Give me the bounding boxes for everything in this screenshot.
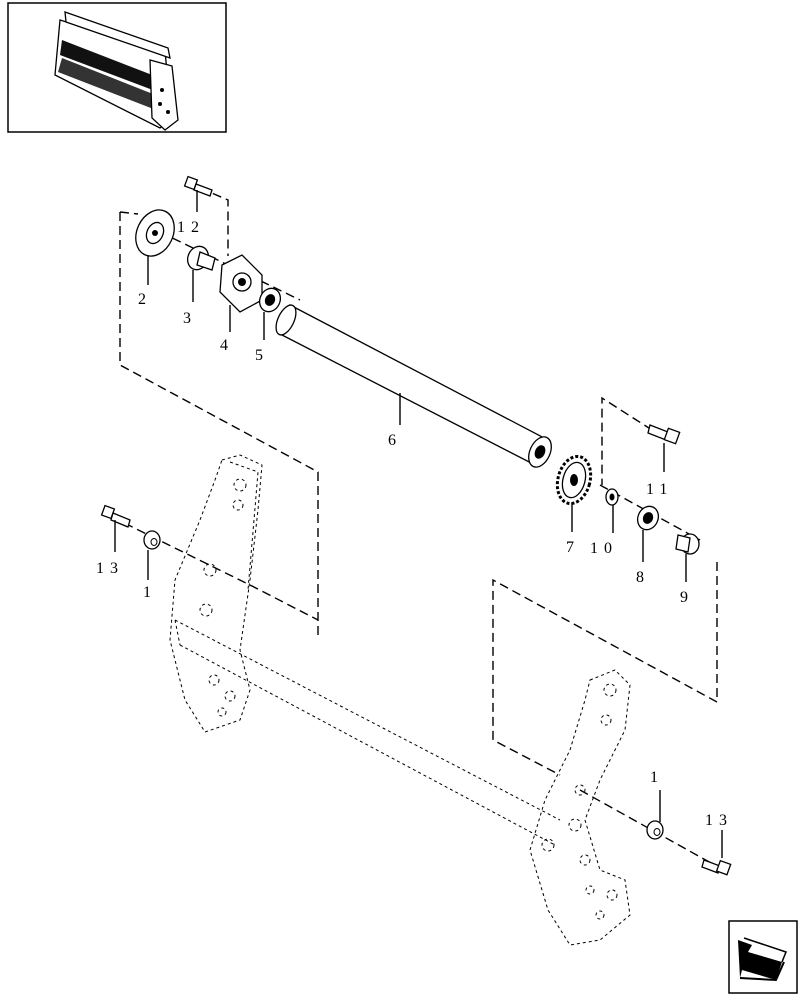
callout-4: 4 — [220, 337, 234, 354]
callout-6: 6 — [388, 432, 402, 449]
callout-1-right: 1 — [650, 769, 664, 786]
pulley-disc-part[interactable] — [129, 204, 182, 263]
roller-tube-part[interactable] — [272, 302, 556, 471]
frame-cross-tube — [174, 619, 561, 846]
bolt12-guide — [199, 187, 229, 256]
callout-8: 8 — [636, 569, 650, 586]
spacer-part-1-right[interactable] — [646, 820, 664, 840]
bolt-part-12[interactable] — [183, 175, 213, 197]
frame-left-plate — [169, 454, 263, 733]
frame-right-plate — [529, 669, 631, 946]
end-cap-part[interactable] — [675, 533, 700, 555]
spacer-part-1-left[interactable] — [143, 530, 161, 550]
callout-2: 2 — [138, 291, 152, 308]
callout-1-left: 1 — [143, 584, 157, 601]
bushing-part[interactable] — [184, 243, 216, 273]
callout-7: 7 — [566, 539, 580, 556]
arrow-navigation-icon[interactable] — [728, 920, 798, 994]
callout-13-left: 13 — [96, 560, 124, 577]
callout-9: 9 — [680, 589, 694, 606]
bearing-part-8[interactable] — [634, 503, 662, 533]
right-lower-boundary — [492, 562, 718, 776]
machine-overview-icon[interactable] — [7, 2, 227, 133]
callout-11: 11 — [646, 481, 673, 498]
left-top-boundary — [119, 212, 319, 635]
right-upper-boundary — [601, 396, 653, 485]
bearing-part-5[interactable] — [256, 285, 284, 315]
callout-13-right: 13 — [705, 812, 733, 829]
bolt-part-11[interactable] — [647, 424, 681, 445]
callout-3: 3 — [183, 310, 197, 327]
left-assembly-boundary — [119, 211, 139, 215]
bolt-part-13-left[interactable] — [100, 504, 131, 528]
callout-12: 12 — [177, 219, 205, 236]
flange-bearing-housing[interactable] — [219, 254, 263, 313]
washer-part[interactable] — [605, 488, 619, 506]
callout-10: 10 — [590, 540, 618, 557]
sprocket-gear-part[interactable] — [552, 453, 595, 508]
bolt-part-13-right[interactable] — [701, 859, 732, 876]
callout-5: 5 — [255, 347, 269, 364]
